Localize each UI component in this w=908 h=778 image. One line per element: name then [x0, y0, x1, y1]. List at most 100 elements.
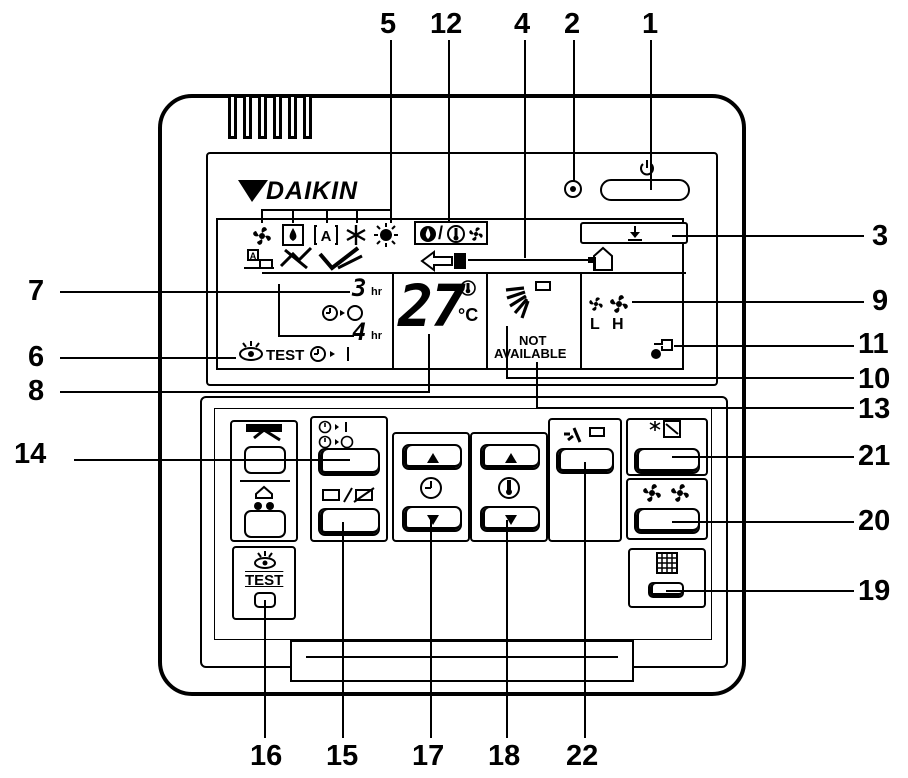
louver-swing-icon [318, 246, 363, 271]
fresh-up-icon [246, 424, 282, 442]
timer-on-off-button[interactable] [318, 508, 380, 536]
defrost-icon [651, 339, 673, 359]
mode-bracket-tick [261, 209, 263, 223]
timer-off-hours: 3 [352, 274, 367, 302]
vent-slot [258, 97, 267, 139]
auto-mode-icon: A [314, 225, 338, 245]
temperature-mark-icon [460, 280, 476, 296]
inspection-eye-icon [239, 341, 263, 361]
fan-high-label: H [612, 316, 624, 333]
timer-mode-button[interactable] [318, 448, 380, 476]
callout-17: 17 [412, 740, 445, 772]
mode-bracket-tick [390, 209, 392, 223]
svg-text:A: A [250, 251, 257, 261]
mode-bracket-tick [356, 209, 358, 223]
home-leave-button-icon [254, 485, 274, 510]
filter-grid-icon [656, 552, 678, 574]
cover-hinge-line [306, 656, 618, 658]
callout-13: 13 [858, 393, 891, 425]
down-triangle-icon [427, 515, 439, 525]
vent-slot [243, 97, 252, 139]
fan-speed-low-icon [589, 297, 603, 311]
temperature-adjust-icon [498, 477, 520, 499]
temp-unit: °C [458, 305, 479, 325]
test-indicator: TEST [266, 347, 305, 364]
callout-leader [342, 522, 344, 738]
slash-icon: / [438, 223, 444, 243]
callout-leader [428, 334, 430, 392]
brand-logo: DAIKIN [266, 177, 359, 205]
callout-5: 5 [380, 8, 397, 40]
vent-slot [273, 97, 282, 139]
callout-leader [60, 357, 236, 359]
callout-leader [584, 462, 586, 738]
temp-down-button[interactable] [480, 506, 540, 532]
callout-15: 15 [326, 740, 359, 772]
callout-3: 3 [872, 220, 889, 252]
callout-2: 2 [564, 8, 581, 40]
vent-slot [303, 97, 312, 139]
timer-on-clock-icon [310, 346, 349, 362]
dry-mode-icon [282, 224, 304, 246]
callout-22: 22 [566, 740, 599, 772]
clock-icon [420, 477, 442, 499]
thermometer-icon [447, 225, 465, 243]
under-centralized-control-box: / [414, 221, 488, 245]
airflow-button-icon [564, 427, 605, 443]
vent-slot [228, 97, 237, 139]
mode-bracket-tick [292, 209, 294, 223]
filter-sign-icon: A [244, 249, 274, 269]
callout-6: 6 [28, 341, 45, 373]
callout-11: 11 [858, 328, 889, 360]
callout-leader [390, 40, 392, 210]
temp-up-button[interactable] [480, 444, 540, 470]
callout-16: 16 [250, 740, 283, 772]
callout-leader [650, 40, 652, 190]
callout-4: 4 [514, 8, 531, 40]
callout-leader [674, 345, 854, 347]
callout-10: 10 [858, 363, 891, 395]
cover-hinge [290, 640, 634, 682]
mode-bracket-tick [326, 209, 328, 223]
callout-leader [264, 600, 266, 738]
time-up-button[interactable] [402, 444, 462, 470]
lcd-divider [392, 274, 394, 370]
ventilation-indicator-icon [420, 250, 466, 272]
operation-mode-button[interactable] [634, 448, 700, 474]
lcd-divider [486, 274, 488, 370]
callout-leader [430, 520, 432, 738]
up-triangle-icon [427, 453, 439, 463]
central-control-indicator [580, 222, 688, 244]
callout-leader [448, 40, 450, 222]
power-icon [640, 160, 654, 176]
callout-leader [672, 235, 864, 237]
cool-mode-icon [346, 225, 366, 245]
callout-9: 9 [872, 285, 889, 317]
callout-18: 18 [488, 740, 521, 772]
callout-leader [536, 362, 538, 408]
home-leave-button[interactable] [244, 510, 286, 538]
not-available-line2: AVAILABLE [494, 346, 567, 361]
callout-leader [74, 459, 350, 461]
callout-leader [506, 326, 508, 378]
callout-leader [60, 391, 430, 393]
callout-1: 1 [642, 8, 659, 40]
central-control-icon [628, 226, 642, 241]
time-down-button[interactable] [402, 506, 462, 532]
callout-leader [632, 301, 864, 303]
callout-12: 12 [430, 8, 463, 40]
lcd-divider [262, 272, 686, 274]
callout-20: 20 [858, 505, 891, 537]
down-triangle-icon [505, 515, 517, 525]
timer-on-hr-unit: hr [371, 330, 382, 342]
airflow-direction-icon [505, 281, 551, 319]
callout-leader [672, 521, 854, 523]
test-button-label: TEST [245, 572, 284, 589]
no-function-icon [279, 246, 313, 270]
set-temperature: 27 [398, 272, 466, 340]
callout-leader [468, 259, 594, 261]
on-off-button[interactable] [600, 160, 690, 201]
callout-8: 8 [28, 375, 45, 407]
fan-mode-icon [253, 227, 271, 245]
svg-text:A: A [321, 228, 332, 245]
